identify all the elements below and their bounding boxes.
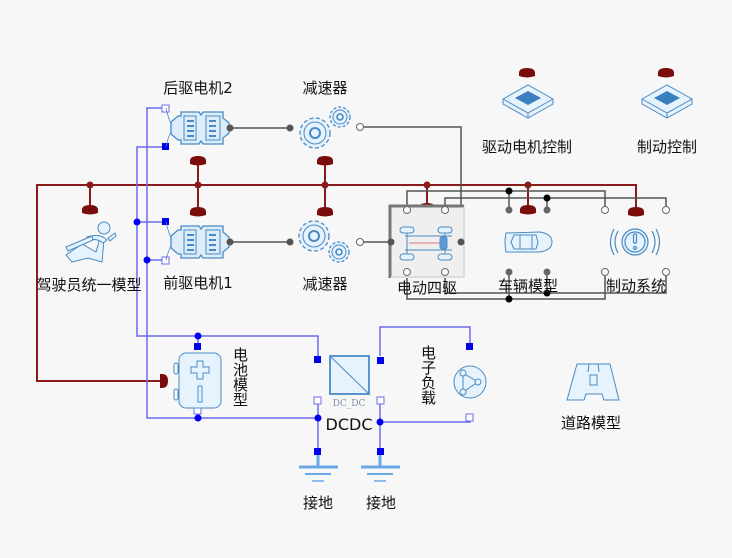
mechanical-junctions <box>505 187 551 303</box>
ground-2-label: 接地 <box>365 494 397 512</box>
ground-1-label: 接地 <box>302 494 334 512</box>
signal-connectors[interactable] <box>82 68 674 388</box>
output-port[interactable] <box>356 123 364 131</box>
input-port[interactable] <box>286 124 294 132</box>
input-port[interactable] <box>457 238 465 246</box>
brake-control[interactable] <box>641 84 693 119</box>
battery[interactable] <box>173 352 222 409</box>
brake-control-label: 制动控制 <box>636 138 698 156</box>
electronic-load[interactable] <box>453 365 487 399</box>
electrical-junctions <box>133 218 384 426</box>
driver[interactable] <box>65 221 117 263</box>
input-port[interactable] <box>286 238 294 246</box>
front-motor-label: 前驱电机1 <box>163 274 233 292</box>
shaft-port[interactable] <box>226 124 234 132</box>
driver-icon <box>65 221 117 263</box>
controller-chip-icon <box>641 84 693 119</box>
battery-icon <box>173 352 222 409</box>
dcdc-converter-icon <box>329 355 370 395</box>
lower-reducer[interactable] <box>286 220 364 263</box>
chassis-icon <box>399 226 453 261</box>
upper-reducer[interactable] <box>286 106 364 149</box>
vehicle-label: 车辆模型 <box>497 277 559 295</box>
ports[interactable] <box>505 206 551 276</box>
car-icon <box>504 231 553 253</box>
ground-icon <box>361 455 400 482</box>
input-port[interactable] <box>387 238 395 246</box>
gears-icon <box>299 106 351 149</box>
upper-reducer-label: 减速器 <box>302 79 348 97</box>
controller-chip-icon <box>502 84 554 119</box>
rear-motor-label: 后驱电机2 <box>163 79 233 97</box>
dcdc-label: DCDC <box>325 415 373 434</box>
ground-2[interactable] <box>361 455 400 482</box>
signal-junctions <box>86 181 532 189</box>
shaft-port[interactable] <box>226 238 234 246</box>
dcdc-inner-label: DC_DC <box>332 399 366 409</box>
battery-label: 电池模型 <box>231 347 249 407</box>
e4wd-label: 电动四驱 <box>396 279 458 297</box>
dcdc[interactable] <box>329 355 370 395</box>
output-port[interactable] <box>356 238 364 246</box>
brake-warning-icon <box>609 228 661 256</box>
electronic-load-label: 电子负载 <box>419 345 437 405</box>
brake-system[interactable] <box>601 206 670 276</box>
driver-label: 驾驶员统一模型 <box>36 276 142 294</box>
ports[interactable] <box>403 206 449 276</box>
ground-1[interactable] <box>299 455 338 482</box>
lower-reducer-label: 减速器 <box>302 275 348 293</box>
road[interactable] <box>566 363 620 401</box>
electrical-ports-positive[interactable] <box>162 143 473 455</box>
load-icon <box>453 365 487 399</box>
road-icon <box>566 363 620 401</box>
road-label: 道路模型 <box>560 414 622 432</box>
motor-icon <box>165 107 230 148</box>
gears-icon <box>298 220 350 263</box>
drive-motor-control[interactable] <box>502 84 554 119</box>
ground-icon <box>299 455 338 482</box>
rear-motor[interactable] <box>165 107 234 148</box>
ports[interactable] <box>601 206 670 276</box>
electrical-ports-negative[interactable] <box>161 104 474 422</box>
brake-system-label: 制动系统 <box>605 277 667 295</box>
front-motor[interactable] <box>165 221 234 261</box>
drive-motor-control-label: 驱动电机控制 <box>481 138 573 156</box>
vehicle[interactable] <box>504 206 553 276</box>
electric-4wd[interactable] <box>387 204 466 278</box>
motor-icon <box>165 221 230 261</box>
